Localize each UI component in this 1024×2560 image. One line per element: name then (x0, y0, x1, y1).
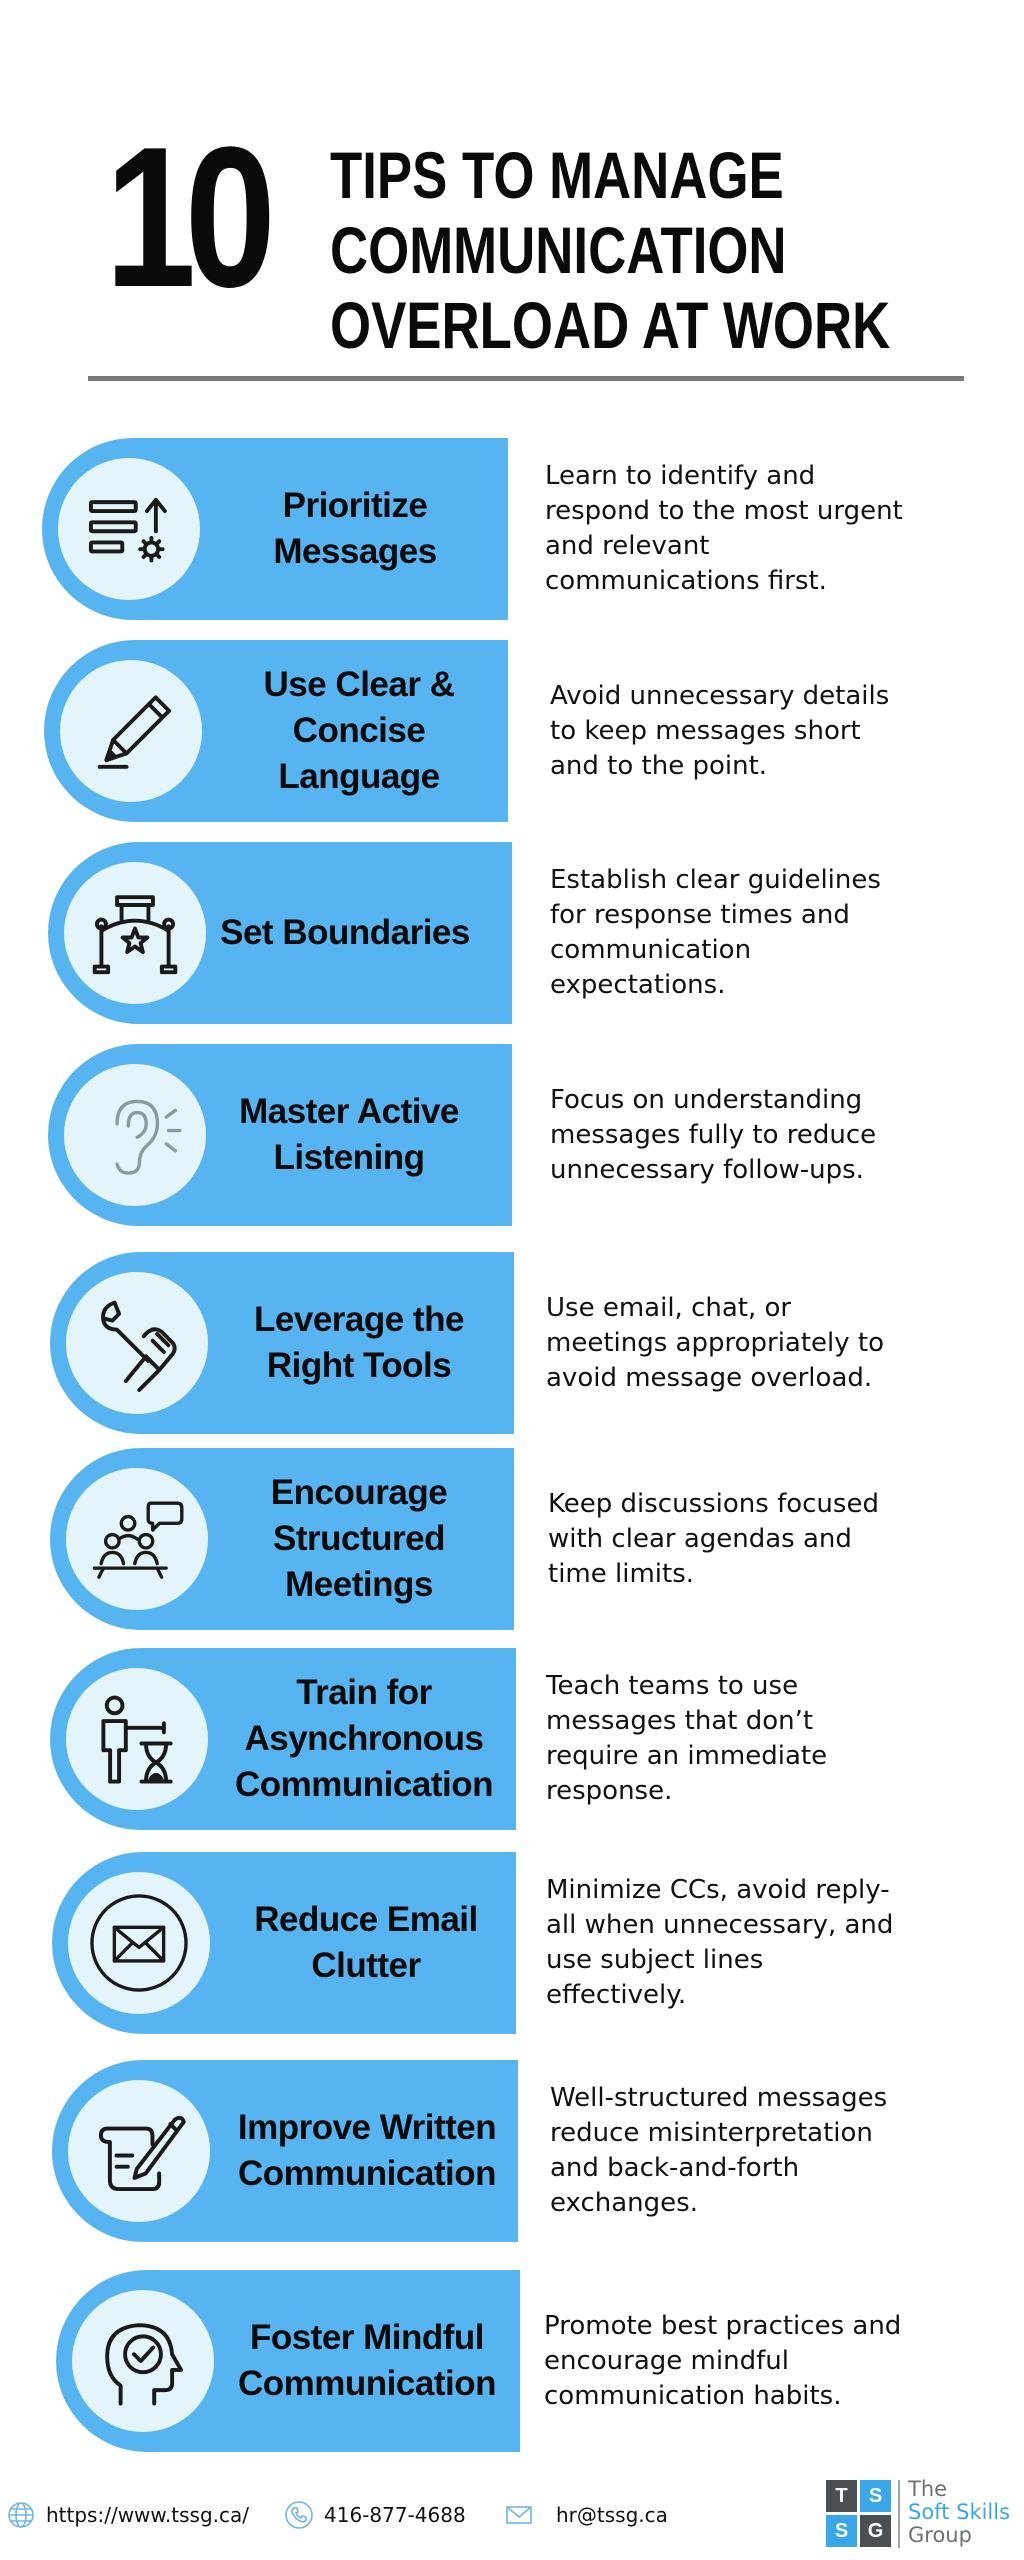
footer-website[interactable]: https://www.tssg.ca/ (6, 2470, 249, 2560)
tip-title: Reduce Email Clutter (254, 1900, 478, 1985)
tip-1: Prioritize Messages Learn to identify an… (0, 438, 1024, 620)
tssg-logo: T S S G The Soft Skills Group (826, 2478, 1016, 2552)
tip-title: Master Active Listening (239, 1092, 459, 1177)
header-divider (88, 376, 964, 381)
tip-10: Foster Mindful Communication Promote bes… (0, 2270, 1024, 2452)
tip-description: Minimize CCs, avoid reply-all when unnec… (546, 1875, 894, 2010)
prioritize-list-icon (58, 458, 200, 600)
tip-description: Establish clear guidelines for response … (550, 865, 881, 1000)
tip-2: Use Clear & Concise Language Avoid unnec… (0, 640, 1024, 822)
tip-title: Prioritize Messages (273, 486, 437, 571)
logo-mark: T S S G (826, 2480, 892, 2548)
logo-letter: G (860, 2515, 891, 2547)
tip-description: Use email, chat, or meetings appropriate… (546, 1292, 885, 1393)
logo-letter: S (826, 2515, 857, 2547)
title-line-3: OVERLOAD AT WORK (330, 288, 891, 362)
logo-word-group: Group (908, 2523, 972, 2547)
tip-description: Promote best practices and encourage min… (544, 2310, 902, 2411)
logo-divider (898, 2480, 900, 2548)
footer-email[interactable]: hr@tssg.ca (504, 2470, 668, 2560)
tip-title: Leverage the Right Tools (254, 1300, 464, 1385)
logo-letter: S (860, 2480, 891, 2512)
page-title: TIPS TO MANAGE COMMUNICATION OVERLOAD AT… (330, 138, 1024, 363)
tip-description: Avoid unnecessary details to keep messag… (550, 680, 890, 781)
tip-description: Focus on understanding messages fully to… (550, 1084, 877, 1185)
wrench-hand-icon (66, 1272, 208, 1414)
header: 10 TIPS TO MANAGE COMMUNICATION OVERLOAD… (0, 0, 1024, 390)
ear-icon (64, 1064, 206, 1206)
title-number: 10 (105, 106, 276, 329)
tip-description: Teach teams to use messages that don’t r… (546, 1671, 828, 1806)
logo-word-the: The (908, 2477, 948, 2501)
tip-title: Use Clear & Concise Language (263, 665, 455, 796)
tip-title: Foster Mindful Communication (238, 2318, 496, 2403)
tip-title: Encourage Structured Meetings (270, 1473, 448, 1604)
rope-barrier-icon (64, 862, 206, 1004)
tip-title: Set Boundaries (220, 913, 470, 952)
logo-wordmark: The Soft Skills Group (908, 2478, 1010, 2547)
tip-description: Keep discussions focused with clear agen… (548, 1488, 879, 1589)
logo-letter: T (826, 2480, 857, 2512)
footer-phone[interactable]: 416-877-4688 (284, 2470, 466, 2560)
meeting-icon (66, 1468, 208, 1610)
tip-description: Well-structured messages reduce misinter… (550, 2083, 888, 2218)
phone-number[interactable]: 416-877-4688 (324, 2503, 466, 2527)
tip-5: Leverage the Right Tools Use email, chat… (0, 1252, 1024, 1434)
email-address[interactable]: hr@tssg.ca (556, 2503, 668, 2527)
title-line-2: COMMUNICATION (330, 213, 787, 287)
website-link[interactable]: https://www.tssg.ca/ (46, 2503, 250, 2527)
tip-title: Improve Written Communication (237, 2108, 497, 2193)
tip-title: Train for Asynchronous Communication (235, 1673, 493, 1804)
footer: https://www.tssg.ca/ 416-877-4688 hr@tss… (0, 2470, 1024, 2560)
mindful-head-icon (72, 2290, 214, 2432)
hourglass-presenter-icon (66, 1668, 208, 1810)
tip-6: Encourage Structured Meetings Keep discu… (0, 1448, 1024, 1630)
quill-paper-icon (68, 2080, 210, 2222)
logo-word-soft-skills: Soft Skills (908, 2500, 1011, 2524)
pencil-icon (60, 660, 202, 802)
tip-3: Set Boundaries Establish clear guideline… (0, 842, 1024, 1024)
email-icon (506, 2506, 532, 2524)
phone-icon (285, 2501, 313, 2529)
tip-4: Master Active Listening Focus on underst… (0, 1044, 1024, 1226)
tip-description: Learn to identify and respond to the mos… (545, 461, 903, 596)
globe-icon (8, 2502, 34, 2528)
title-line-1: TIPS TO MANAGE (330, 138, 784, 212)
tip-8: Reduce Email Clutter Minimize CCs, avoid… (0, 1852, 1024, 2034)
tip-7: Train for Asynchronous Communication Tea… (0, 1648, 1024, 1830)
tip-9: Improve Written Communication Well-struc… (0, 2060, 1024, 2242)
envelope-icon (68, 1872, 210, 2014)
